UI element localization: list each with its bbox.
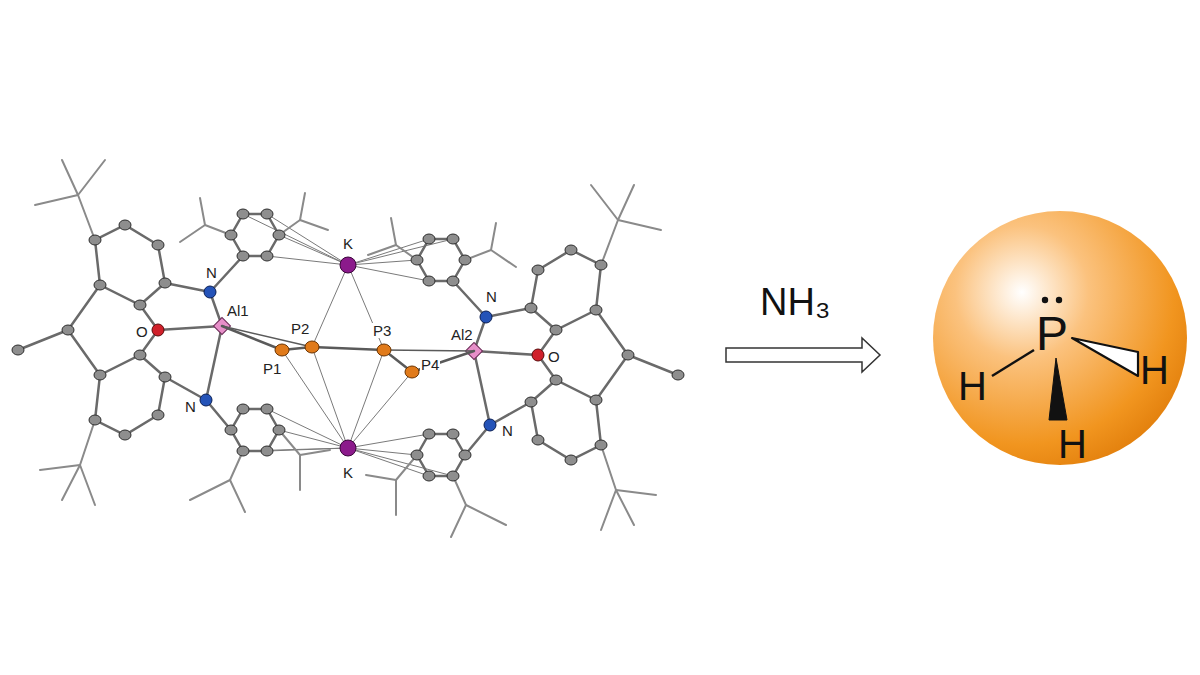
atom-label: P1 [262, 361, 282, 376]
reaction-arrow [726, 338, 880, 372]
atom-label: N [501, 423, 514, 438]
reagent-label: NH₃ [759, 283, 831, 321]
atom-label: N [184, 399, 197, 414]
atom-label: P3 [372, 323, 392, 338]
atom-label: O [135, 324, 149, 339]
hydrogen-symbol: H [1058, 424, 1087, 464]
atom-symbol: P [1036, 310, 1068, 358]
atom-label: P4 [420, 357, 440, 372]
atom-label: O [547, 349, 561, 364]
atom-label: P2 [290, 321, 310, 336]
atom-label: N [205, 265, 218, 280]
hydrogen-symbol: H [1140, 350, 1169, 390]
atom-label: Al2 [450, 327, 474, 342]
hydrogen-symbol: H [958, 366, 987, 406]
atom-label: K [342, 465, 354, 480]
atom-label: K [342, 236, 354, 251]
atom-label: N [485, 289, 498, 304]
phosphine-sphere: P H H H [932, 210, 1188, 466]
atom-label: Al1 [226, 303, 250, 318]
